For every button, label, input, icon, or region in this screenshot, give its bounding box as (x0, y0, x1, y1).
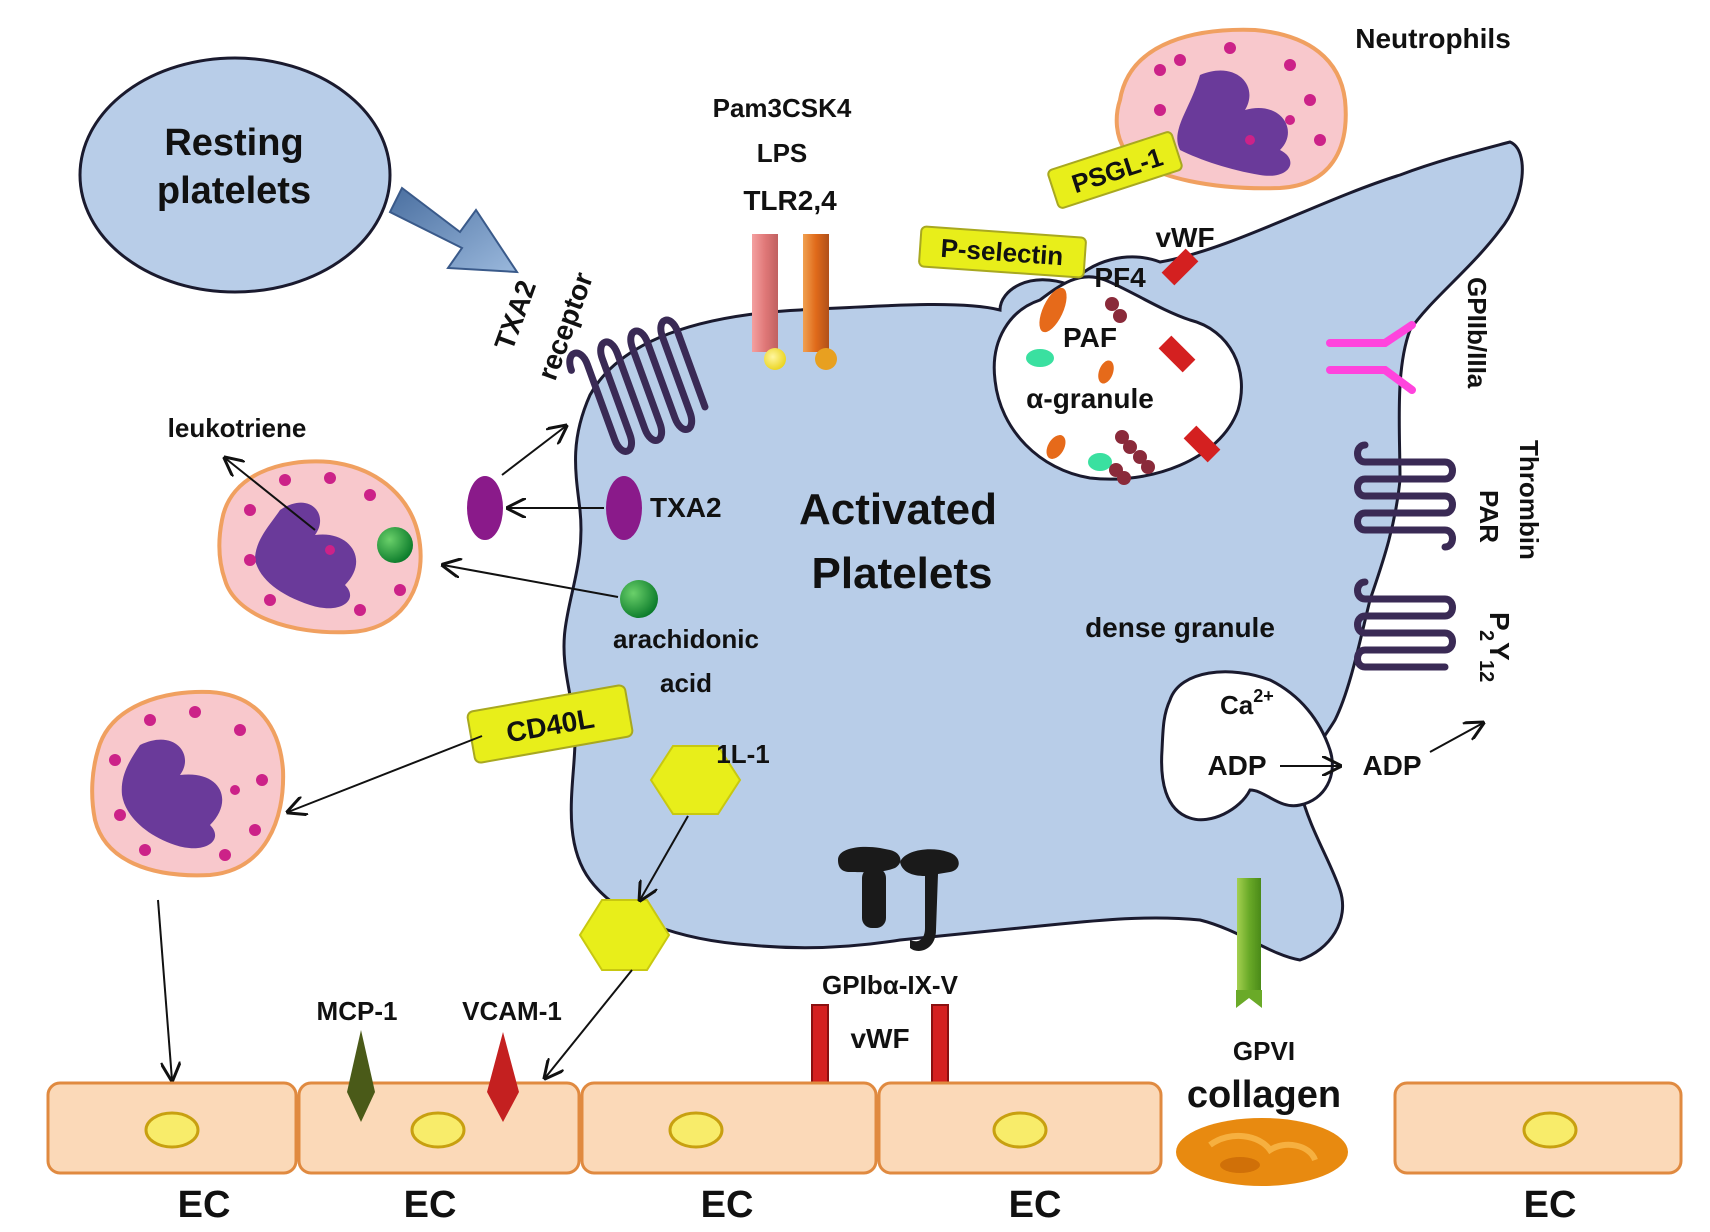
dense-granule (1160, 670, 1334, 822)
vwf-granule (1183, 425, 1221, 463)
arachidonic-acid-molecule (620, 580, 658, 618)
tlr-label: TLR2,4 (743, 185, 837, 216)
txa2-receptor-label-1: TXA2 (489, 276, 543, 354)
vwf-bottom-label: vWF (850, 1023, 909, 1054)
neutrophil-lower (90, 689, 286, 878)
tlr-receptors: Pam3CSK4 LPS TLR2,4 (713, 93, 852, 370)
gpib-label: GPIbα-IX-V (822, 970, 959, 1000)
pam3csk4-label: Pam3CSK4 (713, 93, 852, 123)
vwf-granule (1161, 248, 1199, 286)
ec-cell (580, 1081, 878, 1175)
calcium-label: Ca2+ (1220, 686, 1274, 720)
collagen-label: collagen (1187, 1074, 1341, 1116)
p-selectin-tag: P-selectin (918, 225, 1087, 279)
txa2-label: TXA2 (650, 492, 722, 523)
txa2-receptor (566, 316, 709, 455)
vwf-granule (1158, 335, 1196, 373)
gpiib-iiia-receptor (1326, 321, 1416, 394)
activated-label-1: Activated (799, 485, 997, 534)
vcam1-label: VCAM-1 (462, 996, 562, 1026)
il1-label: 1L-1 (716, 739, 769, 769)
svg-text:2: 2 (1475, 630, 1497, 641)
gpib-ix-v-receptor (838, 846, 959, 951)
svg-text:12: 12 (1475, 660, 1497, 682)
ec-label: EC (701, 1184, 754, 1226)
gpvi-label: GPVI (1233, 1036, 1295, 1066)
granule (1098, 360, 1114, 384)
resting-label-2: platelets (157, 170, 311, 212)
il1-hexagon (649, 745, 742, 815)
resting-label-1: Resting (164, 122, 303, 164)
activation-arrow (388, 186, 519, 274)
vcam1-marker (487, 1032, 519, 1122)
alpha-granule: α-granule PAF PF4 vWF (992, 222, 1243, 485)
gpiib-label: GPIIb/IIIa (1462, 277, 1492, 389)
par-label: PAR (1474, 490, 1504, 543)
p2y12-receptor (1354, 578, 1456, 671)
neutrophil-left (217, 459, 423, 635)
granule (1046, 435, 1066, 459)
svg-text:Y: Y (1484, 642, 1515, 661)
gpvi-receptor (1236, 878, 1262, 1008)
arachidonic-label-1: arachidonic (613, 624, 759, 654)
thrombin-par-receptor (1354, 441, 1456, 551)
ec-label: EC (404, 1184, 457, 1226)
collagen-blob (1176, 1118, 1348, 1186)
cd40l-tag: CD40L (466, 684, 634, 764)
activated-label-2: Platelets (812, 549, 993, 598)
paf-label: PAF (1063, 322, 1117, 353)
mcp1-label: MCP-1 (317, 996, 398, 1026)
dense-granule-label: dense granule (1085, 612, 1275, 643)
ec-label: EC (178, 1184, 231, 1226)
mcp1-marker (347, 1030, 375, 1122)
thrombin-label: Thrombin (1514, 440, 1544, 560)
svg-text:P: P (1484, 612, 1515, 631)
neutrophils-label: Neutrophils (1355, 23, 1511, 54)
lps-label: LPS (757, 138, 808, 168)
txa2-molecule (467, 476, 642, 540)
psgl1-tag: PSGL-1 (1047, 131, 1183, 209)
paf-granule (1026, 349, 1054, 367)
adp-inside-label: ADP (1207, 750, 1266, 781)
paf-granule (1039, 287, 1067, 333)
vwf-top-label: vWF (1155, 222, 1214, 253)
pf4-granule (1105, 297, 1155, 485)
ec-label: EC (1009, 1184, 1062, 1226)
resting-platelet: Resting platelets (78, 56, 392, 294)
endothelial-layer (46, 1081, 1683, 1175)
pf4-label: PF4 (1094, 262, 1146, 293)
alpha-granule-label: α-granule (1026, 383, 1154, 414)
adp-outside-label: ADP (1362, 750, 1421, 781)
leukotriene-label: leukotriene (168, 413, 307, 443)
arachidonic-label-2: acid (660, 668, 712, 698)
ec-label: EC (1524, 1184, 1577, 1226)
granule (1088, 453, 1112, 471)
p2y12-label: P 2 Y 12 (1475, 612, 1515, 682)
neutrophil-top: PSGL-1 (1047, 27, 1348, 209)
